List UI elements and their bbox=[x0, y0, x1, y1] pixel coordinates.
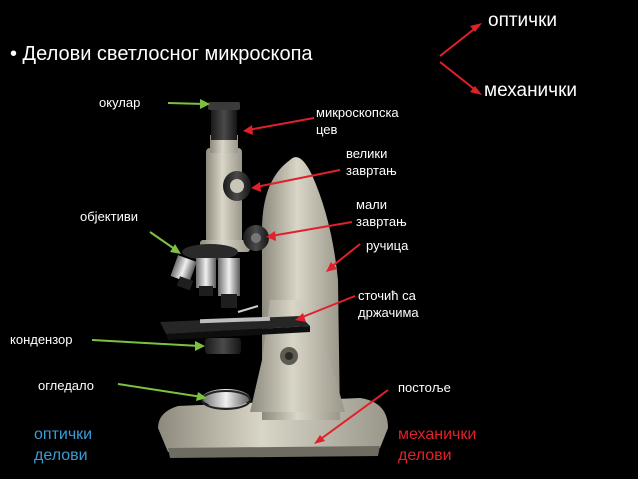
label-mirror: огледало bbox=[38, 378, 94, 393]
label-objectives: објективи bbox=[80, 209, 139, 224]
group-optical-parts: оптички делови bbox=[34, 426, 93, 464]
category-mechanical: механички bbox=[484, 80, 577, 101]
mirror bbox=[201, 389, 251, 410]
label-handle: ручица bbox=[366, 238, 409, 253]
label-ocular: окулар bbox=[99, 95, 141, 110]
optical-pointer-arrows bbox=[91, 99, 210, 401]
condenser bbox=[205, 338, 241, 354]
microscope-arm bbox=[250, 157, 345, 420]
microscope-tube bbox=[200, 102, 250, 252]
label-coarse-screw: велики завртањ bbox=[346, 146, 397, 178]
mechanical-pointer-arrows bbox=[243, 117, 389, 444]
label-condenser: кондензор bbox=[10, 332, 73, 347]
fine-focus-knob bbox=[243, 225, 269, 251]
objective-revolver bbox=[170, 244, 240, 308]
category-arrows bbox=[439, 23, 482, 95]
microscope-stage bbox=[160, 305, 310, 340]
group-mechanical-parts: механички делови bbox=[398, 426, 477, 464]
slide-title: • Делови светлосног микроскопа bbox=[10, 43, 313, 65]
label-stage: сточић са држачима bbox=[358, 288, 419, 320]
category-optical: оптички bbox=[488, 10, 557, 31]
label-fine-screw: мали завртањ bbox=[356, 197, 407, 229]
coarse-focus-knob bbox=[223, 171, 251, 201]
label-base: постоље bbox=[398, 380, 451, 395]
label-tube: микроскопска цев bbox=[316, 105, 399, 137]
